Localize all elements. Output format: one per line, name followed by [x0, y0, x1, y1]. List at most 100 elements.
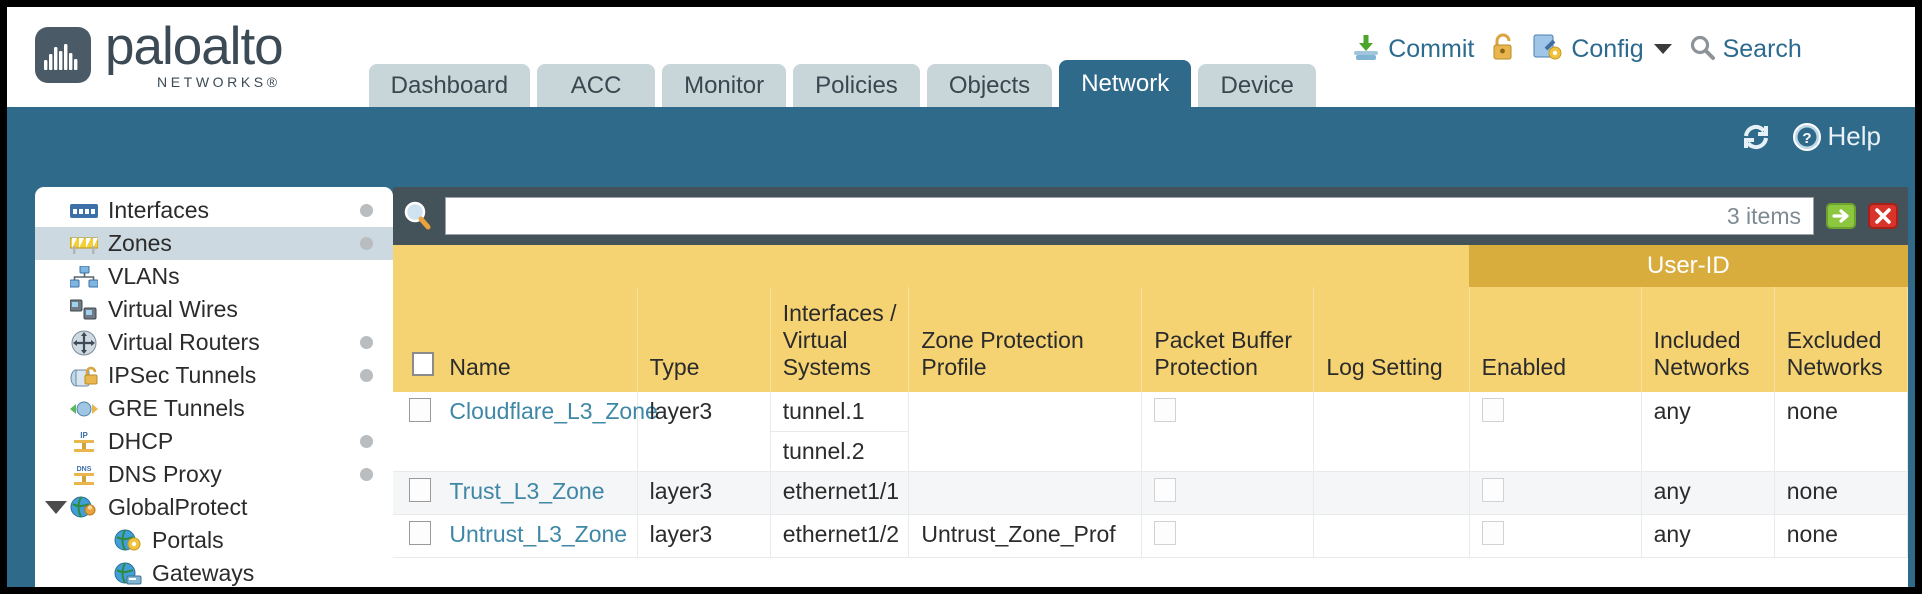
config-icon	[1532, 32, 1564, 67]
band-actions: ? Help	[1740, 121, 1881, 152]
sidebar-item-label: Gateways	[152, 560, 255, 586]
gre-tunnels-icon	[69, 397, 99, 421]
column-header-zone-protection-profile[interactable]: Zone Protection Profile	[908, 287, 1143, 392]
column-header-included-networks[interactable]: Included Networks	[1641, 287, 1775, 392]
excluded-networks-value: none	[1786, 521, 1838, 547]
included-networks-value: any	[1653, 521, 1691, 547]
row-select-checkbox[interactable]	[409, 521, 431, 545]
row-select-checkbox[interactable]	[409, 478, 431, 502]
user-id-enabled-checkbox[interactable]	[1481, 478, 1504, 502]
sidebar-item-virtual-routers[interactable]: Virtual Routers	[35, 326, 393, 359]
select-all-checkbox[interactable]	[412, 352, 435, 376]
tab-device[interactable]: Device	[1198, 64, 1317, 107]
config-label: Config	[1571, 34, 1644, 63]
lock-button[interactable]	[1490, 32, 1516, 67]
tab-network[interactable]: Network	[1059, 60, 1192, 107]
tab-dashboard[interactable]: Dashboard	[368, 64, 531, 107]
column-header-type[interactable]: Type	[637, 287, 771, 392]
refresh-icon[interactable]	[1740, 122, 1772, 152]
brand-registered-mark: ®	[266, 74, 281, 90]
search-filter-icon[interactable]	[401, 199, 435, 233]
zone-type-cell: layer3	[637, 471, 771, 515]
included-networks-value: any	[1653, 478, 1691, 504]
tab-acc[interactable]: ACC	[537, 64, 656, 107]
zone-type-cell: layer3	[637, 392, 771, 472]
sidebar-item-label: GlobalProtect	[108, 494, 248, 520]
user-id-enabled-checkbox[interactable]	[1481, 398, 1504, 422]
zone-name-link[interactable]: Trust_L3_Zone	[449, 478, 605, 504]
expand-triangle-icon[interactable]	[45, 501, 67, 514]
row-select-checkbox[interactable]	[409, 398, 431, 422]
brand-subtitle-text: NETWORKS	[157, 74, 267, 90]
lock-icon	[1490, 32, 1516, 67]
svg-text:?: ?	[1802, 130, 1811, 147]
search-input[interactable]: 3 items	[445, 197, 1814, 235]
sidebar-item-zones[interactable]: Zones	[35, 227, 393, 260]
column-header-log-setting[interactable]: Log Setting	[1313, 287, 1470, 392]
sidebar-item-label: Virtual Wires	[108, 296, 238, 322]
green-arrow-icon[interactable]	[1826, 201, 1856, 231]
tab-policies[interactable]: Policies	[793, 64, 920, 107]
packet-buffer-protection-checkbox[interactable]	[1154, 478, 1177, 502]
commit-button[interactable]: Commit	[1351, 32, 1474, 67]
config-menu-button[interactable]: Config	[1532, 32, 1672, 67]
zone-type-cell: layer3	[637, 514, 771, 558]
zone-name-link[interactable]: Untrust_L3_Zone	[449, 521, 628, 547]
row-select-cell	[393, 471, 438, 515]
user-id-enabled-cell	[1469, 392, 1642, 472]
chevron-down-icon	[1653, 44, 1672, 54]
row-select-cell	[393, 514, 438, 558]
svg-text:DNS: DNS	[77, 466, 92, 473]
log-setting-cell	[1313, 514, 1470, 558]
zone-type-value: layer3	[649, 521, 713, 547]
sidebar-item-status-dot	[360, 336, 373, 349]
included-networks-value: any	[1653, 398, 1691, 424]
column-header-enabled[interactable]: Enabled	[1469, 287, 1642, 392]
packet-buffer-protection-checkbox[interactable]	[1154, 521, 1177, 545]
excluded-networks-cell: none	[1774, 514, 1908, 558]
tab-objects[interactable]: Objects	[926, 64, 1053, 107]
user-id-enabled-checkbox[interactable]	[1481, 521, 1504, 545]
select-all-header	[393, 287, 438, 392]
sidebar-item-label: Virtual Routers	[108, 329, 260, 355]
zone-name-link[interactable]: Cloudflare_L3_Zone	[449, 398, 658, 424]
gateways-icon	[113, 562, 143, 586]
vlans-icon	[69, 265, 99, 289]
sidebar-item-virtual-wires[interactable]: Virtual Wires	[35, 293, 393, 326]
sidebar-item-gateways[interactable]: Gateways	[35, 557, 393, 587]
red-x-icon[interactable]	[1868, 201, 1898, 231]
sidebar-item-portals[interactable]: Portals	[35, 524, 393, 557]
sidebar-item-globalprotect[interactable]: GlobalProtect	[35, 491, 393, 524]
sidebar-item-interfaces[interactable]: Interfaces	[35, 194, 393, 227]
interface-entry: ethernet1/2	[782, 521, 900, 547]
sidebar-item-ipsec-tunnels[interactable]: IPSec Tunnels	[35, 359, 393, 392]
search-button[interactable]: Search	[1688, 33, 1802, 66]
tab-label: ACC	[570, 71, 622, 99]
sidebar-item-vlans[interactable]: VLANs	[35, 260, 393, 293]
tab-label: Policies	[815, 71, 898, 99]
column-header-excluded-networks[interactable]: Excluded Networks	[1774, 287, 1908, 392]
user-id-enabled-cell	[1469, 471, 1642, 515]
zone-protection-profile-cell	[908, 392, 1143, 472]
user-id-enabled-cell	[1469, 514, 1642, 558]
column-header-interfaces-virtual-systems[interactable]: Interfaces / Virtual Systems	[770, 287, 910, 392]
sidebar-item-label: GRE Tunnels	[108, 395, 245, 421]
sidebar-item-label: Interfaces	[108, 197, 209, 223]
column-header-name[interactable]: Name	[437, 287, 638, 392]
tab-monitor[interactable]: Monitor	[662, 64, 787, 107]
column-header-packet-buffer-protection[interactable]: Packet Buffer Protection	[1141, 287, 1315, 392]
help-button[interactable]: ? Help	[1792, 121, 1881, 152]
packet-buffer-protection-checkbox[interactable]	[1154, 398, 1177, 422]
sidebar-item-status-dot	[360, 369, 373, 382]
zone-name-cell: Trust_L3_Zone	[437, 471, 638, 515]
sidebar-item-gre-tunnels[interactable]: GRE Tunnels	[35, 392, 393, 425]
interfaces-icon	[69, 199, 99, 223]
